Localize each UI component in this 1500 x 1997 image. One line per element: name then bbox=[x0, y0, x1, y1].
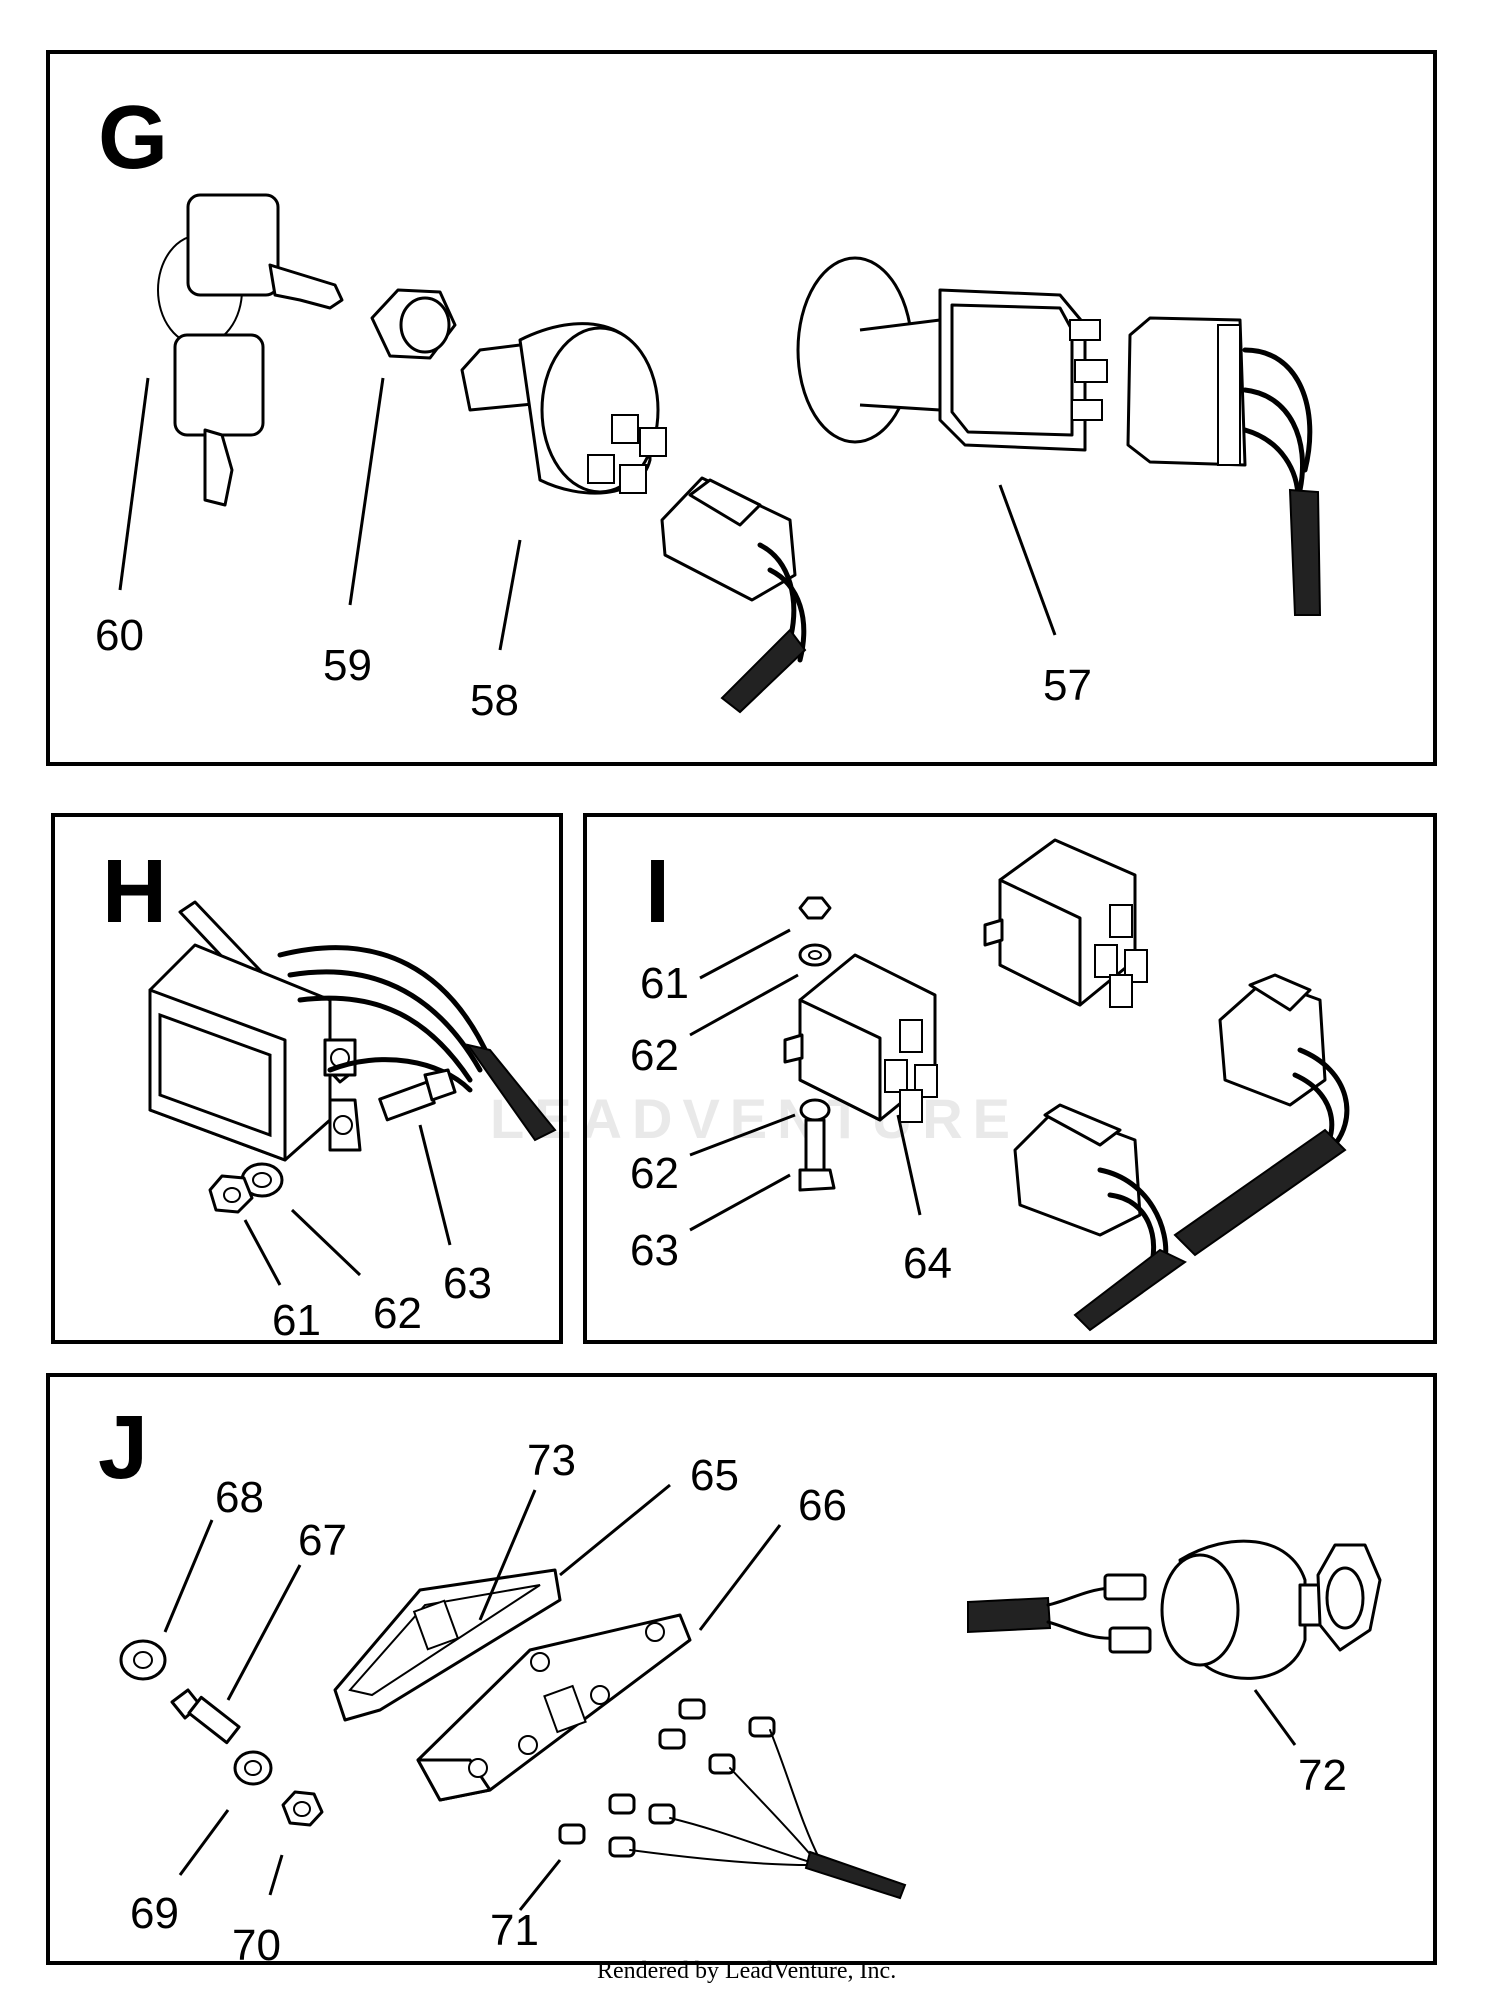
dash-panel-66 bbox=[416, 1613, 692, 1802]
leader-68 bbox=[163, 1519, 214, 1633]
bulb-harness-71 bbox=[558, 1698, 907, 1900]
rocker-switch-57 bbox=[796, 256, 1108, 452]
callout-66: 66 bbox=[798, 1481, 847, 1530]
callout-63-i: 63 bbox=[630, 1226, 679, 1275]
nut-61-h bbox=[208, 1174, 254, 1214]
leader-61-h bbox=[243, 1219, 282, 1286]
ignition-switch-58 bbox=[460, 322, 667, 495]
callout-67: 67 bbox=[298, 1516, 347, 1565]
washer-62-h bbox=[240, 1162, 284, 1198]
leader-61-i bbox=[699, 928, 791, 980]
panel-j: J bbox=[46, 1373, 1437, 1970]
leader-72 bbox=[1253, 1689, 1297, 1746]
dash-cover-65 bbox=[333, 1568, 562, 1722]
callout-73: 73 bbox=[527, 1436, 576, 1485]
callout-58: 58 bbox=[470, 676, 519, 725]
panel-g-frame bbox=[46, 50, 1437, 766]
panel-j-frame bbox=[46, 1373, 1437, 1965]
washer-68 bbox=[119, 1639, 167, 1681]
bolt-63-i bbox=[798, 1118, 836, 1192]
callout-70: 70 bbox=[232, 1921, 281, 1970]
callout-69: 69 bbox=[130, 1889, 179, 1938]
leader-59 bbox=[348, 377, 385, 606]
leader-62-i-top bbox=[689, 973, 799, 1037]
panel-g: G bbox=[46, 50, 1437, 766]
callout-64: 64 bbox=[903, 1239, 952, 1288]
ignition-connector bbox=[660, 476, 807, 714]
hex-nut-59 bbox=[370, 288, 457, 360]
leader-65 bbox=[559, 1483, 671, 1577]
callout-59: 59 bbox=[323, 641, 372, 690]
bolt-63-h bbox=[378, 1068, 457, 1122]
leader-60 bbox=[118, 377, 150, 591]
voltage-regulator bbox=[148, 900, 557, 1162]
credit-text: Rendered by LeadVenture, Inc. bbox=[597, 1958, 896, 1984]
callout-72: 72 bbox=[1298, 1751, 1347, 1800]
relay-harness bbox=[1013, 973, 1350, 1332]
panel-i-letter: I bbox=[645, 842, 670, 942]
relay-64 bbox=[783, 953, 938, 1123]
washer-62-i-bottom bbox=[799, 1098, 831, 1122]
leader-63-i bbox=[689, 1173, 791, 1232]
panel-h-frame bbox=[51, 813, 563, 1344]
nut-70 bbox=[281, 1790, 324, 1827]
callout-61-i: 61 bbox=[640, 959, 689, 1008]
callout-62-h: 62 bbox=[373, 1289, 422, 1338]
watermark-text: LEADVENTURE bbox=[490, 1087, 1020, 1150]
panel-j-letter: J bbox=[98, 1398, 148, 1498]
callout-65: 65 bbox=[690, 1451, 739, 1500]
leader-73 bbox=[478, 1489, 537, 1621]
panel-h-letter: H bbox=[102, 842, 167, 942]
leader-69 bbox=[178, 1809, 230, 1876]
panel-h: H 61 bbox=[51, 813, 563, 1345]
leader-66 bbox=[698, 1524, 782, 1631]
callout-71: 71 bbox=[490, 1906, 539, 1955]
leader-57 bbox=[998, 484, 1057, 636]
rocker-connector bbox=[1126, 316, 1322, 616]
callout-60: 60 bbox=[95, 611, 144, 660]
relay-top bbox=[983, 838, 1148, 1008]
callout-57: 57 bbox=[1043, 661, 1092, 710]
leader-62-i-bottom bbox=[689, 1113, 796, 1157]
washer-69 bbox=[233, 1750, 273, 1786]
panel-i: I bbox=[583, 813, 1437, 1344]
nut-61-i bbox=[798, 896, 832, 920]
callout-61-h: 61 bbox=[272, 1296, 321, 1345]
ignition-keys bbox=[157, 193, 344, 507]
washer-62-i-top bbox=[798, 943, 832, 967]
callout-68: 68 bbox=[215, 1473, 264, 1522]
leader-63-h bbox=[418, 1124, 452, 1246]
leader-71 bbox=[518, 1859, 562, 1911]
leader-64 bbox=[896, 1114, 922, 1216]
leader-62-h bbox=[290, 1208, 362, 1277]
panel-i-frame bbox=[583, 813, 1437, 1344]
bolt-67 bbox=[170, 1688, 241, 1745]
leader-67 bbox=[226, 1564, 302, 1701]
leader-58 bbox=[498, 539, 522, 651]
callout-62-i-bottom: 62 bbox=[630, 1149, 679, 1198]
panel-g-letter: G bbox=[98, 88, 168, 188]
leader-70 bbox=[268, 1854, 284, 1896]
callout-63-h: 63 bbox=[443, 1259, 492, 1308]
ignition-switch-72 bbox=[967, 1539, 1382, 1680]
callout-62-i-top: 62 bbox=[630, 1031, 679, 1080]
